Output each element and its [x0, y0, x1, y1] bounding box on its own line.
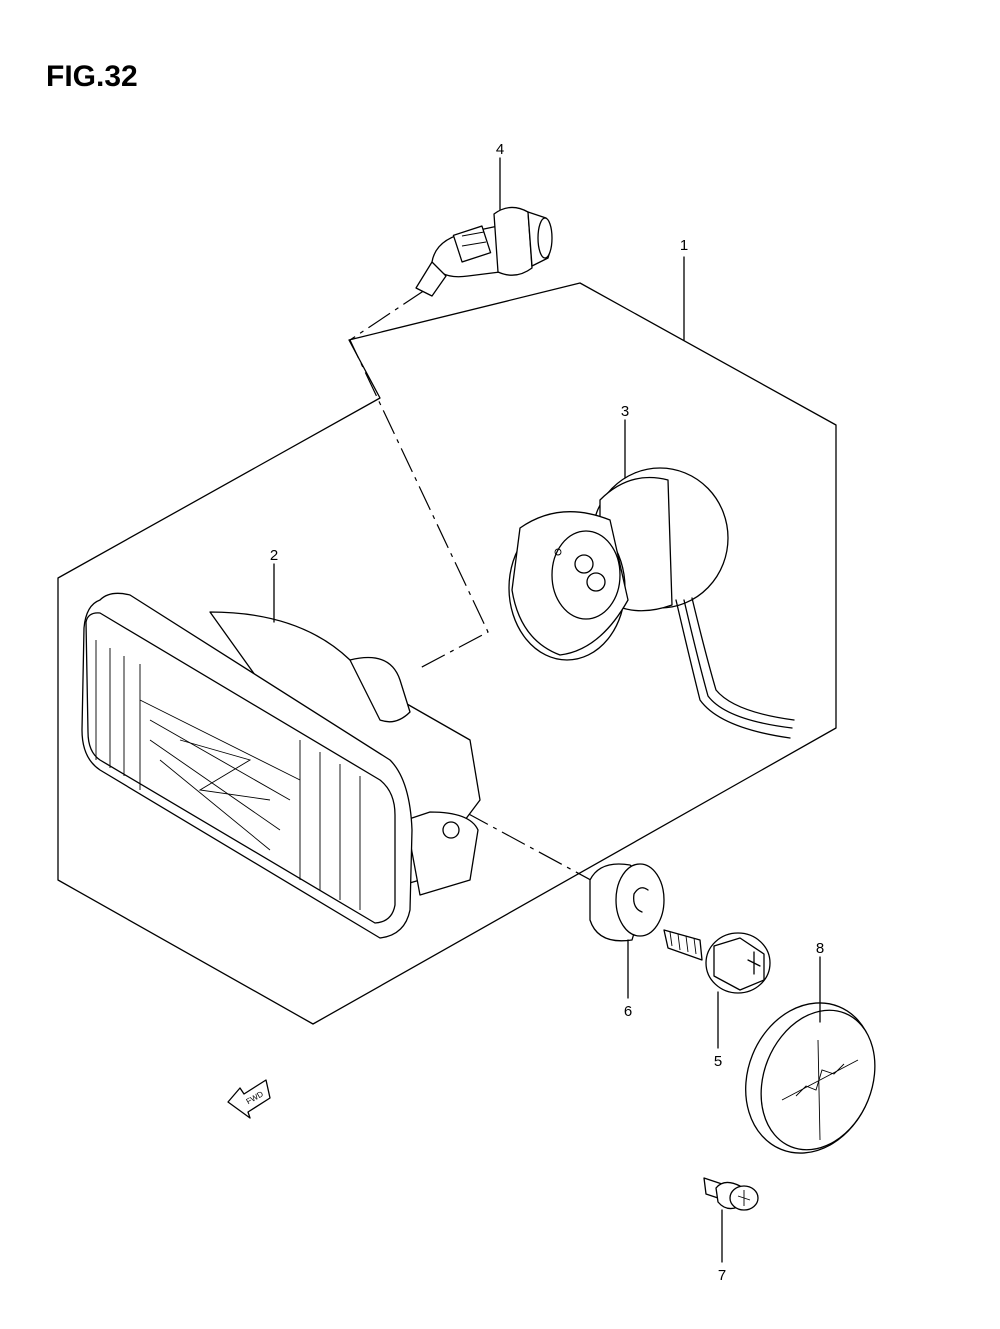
callout-2: 2 — [270, 547, 278, 564]
callout-3: 3 — [621, 403, 629, 420]
callout-8: 8 — [816, 940, 824, 957]
figure-title: FIG.32 — [46, 60, 138, 93]
fwd-arrow-icon: FWD — [227, 1079, 271, 1119]
headlight-part — [81, 592, 481, 939]
callout-7: 7 — [718, 1267, 726, 1284]
callout-6: 6 — [624, 1003, 632, 1020]
bolt-part — [663, 929, 771, 994]
bulb-part — [415, 206, 553, 297]
callout-1: 1 — [680, 237, 688, 254]
grommet-alignment-line — [464, 811, 601, 886]
callout-4: 4 — [496, 141, 504, 158]
cap-part — [745, 1002, 876, 1154]
socket-part — [508, 467, 795, 739]
screw-part — [703, 1177, 759, 1211]
assembly-boundary-outline — [57, 282, 837, 1025]
callout-5: 5 — [714, 1053, 722, 1070]
grommet-part — [589, 863, 665, 942]
bulb-alignment-line — [349, 289, 489, 669]
